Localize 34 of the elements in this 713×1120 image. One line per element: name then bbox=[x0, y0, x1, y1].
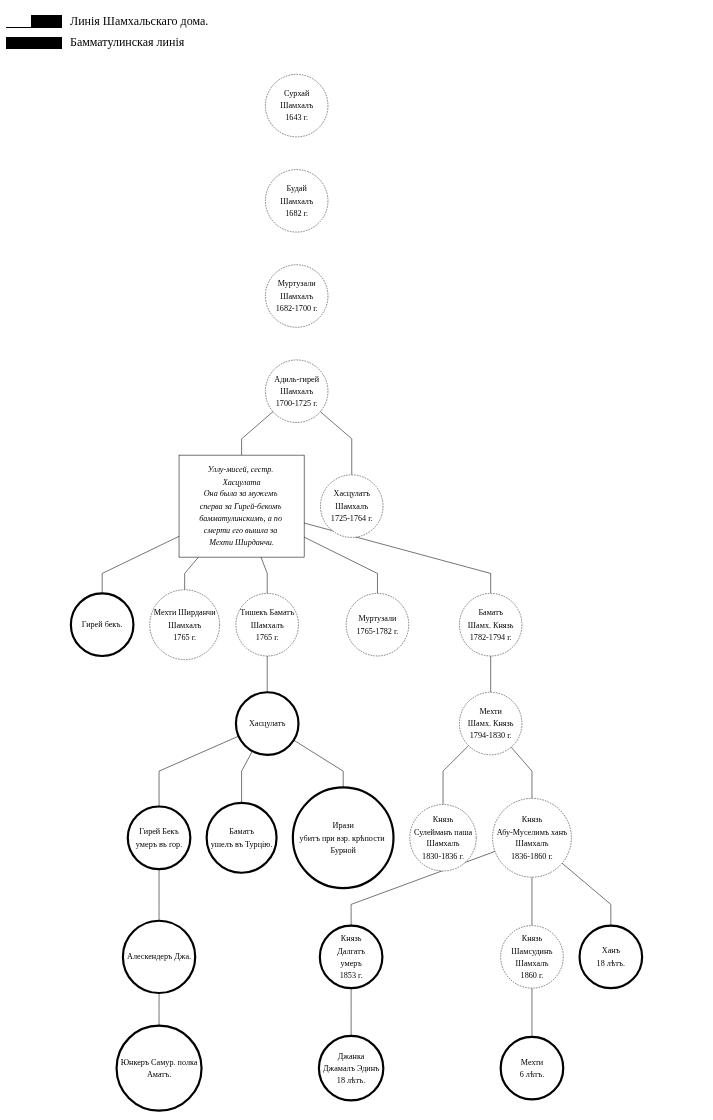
node-circle: Баматъ ушелъ въ Турцію. bbox=[205, 801, 278, 874]
node-circle: Князь Сулейманъ паша Шамхалъ 1830-1836 г. bbox=[409, 804, 477, 872]
connector bbox=[101, 536, 180, 594]
node-circle: Муртузали Шамхалъ 1682-1700 г. bbox=[265, 264, 329, 328]
node-circle: Юнкеръ Самур. полка Аматъ. bbox=[115, 1024, 203, 1112]
node-circle: Князь Шамсудинъ Шамхалъ 1860 г. bbox=[500, 925, 564, 989]
node-circle: Гирей бекъ. bbox=[69, 592, 135, 658]
node-circle: Гирей Бекъ умеръ въ гор. bbox=[126, 805, 192, 871]
node-circle: Князь Абу-Муселимъ ханъ Шамхалъ 1836-1860 г. bbox=[492, 798, 572, 878]
node-circle: Мехти Шамх. Князь 1794-1830 г. bbox=[459, 692, 523, 756]
node-circle: Адиль-гирей Шамхалъ 1700-1725 г. bbox=[265, 359, 329, 423]
node-circle: Мехти Ширданчи Шамхалъ 1765 г. bbox=[149, 589, 220, 660]
node-circle: Баматъ Шамх. Князь 1782-1794 г. bbox=[459, 593, 523, 657]
node-circle: Князь Далгатъ умеръ 1853 г. bbox=[318, 924, 384, 990]
legend-text: Линія Шамхальскаго дома. bbox=[70, 14, 209, 29]
node-circle: Ханъ 18 лѣтъ. bbox=[578, 924, 644, 990]
node-circle: Муртузали 1765-1782 г. bbox=[345, 593, 409, 657]
node-circle: Хасцулатъ Шамхалъ 1725-1764 г. bbox=[320, 474, 384, 538]
connector bbox=[158, 992, 160, 1026]
connector bbox=[266, 655, 268, 693]
node-circle: Алескендеръ Джа. bbox=[121, 919, 197, 995]
connector bbox=[158, 735, 239, 807]
node-circle: Ирази убитъ при взр. крѣпости Бурной bbox=[291, 786, 395, 890]
legend-text: Бамматулинская линія bbox=[70, 35, 185, 50]
node-circle: Тишекъ Баматъ Шамхалъ 1765 г. bbox=[235, 593, 299, 657]
node-circle: Будай Шамхалъ 1682 г. bbox=[265, 169, 329, 233]
connector bbox=[158, 868, 160, 921]
node-circle: Джанка Джамалъ Эдинъ 18 лѣтъ. bbox=[317, 1034, 385, 1102]
node-box: Уллу-мисей, сестр. Хасцулата Она была за мужемъ сперва за Гирей-бекомъ бамматулинскимъ, а по смерти его вышла за Мехти Ширданчи. bbox=[178, 454, 305, 558]
connector bbox=[293, 739, 344, 788]
node-circle: Хасцулатъ bbox=[234, 691, 300, 756]
node-circle: Сурхай Шамхалъ 1643 г. bbox=[265, 74, 329, 138]
connector bbox=[561, 862, 612, 926]
node-circle: Мехти 6 лѣтъ. bbox=[499, 1035, 565, 1101]
